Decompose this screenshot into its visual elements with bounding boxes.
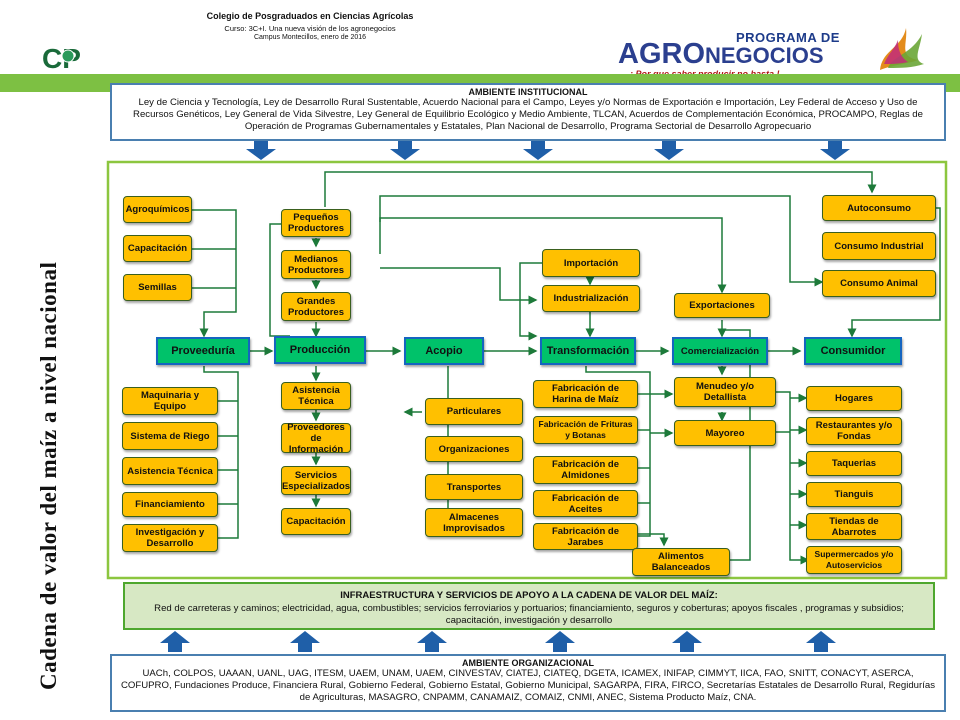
input-box: Financiamiento [122,492,218,517]
block-arrow-up [417,631,447,652]
comercializacion-box: Menudeo y/o Detallista [674,377,776,407]
consumo-top-box: Autoconsumo [822,195,936,221]
comercializacion-box: Mayoreo [674,420,776,446]
acopio-box: Organizaciones [425,436,523,462]
acopio-box: Almacenes Improvisados [425,508,523,537]
institution-title: Colegio de Posgraduados en Ciencias Agrí… [206,11,414,21]
input-box: Investigación y Desarrollo [122,524,218,552]
program-negocios: NEGOCIOS [705,43,824,68]
alimentos-balanceados-box: Alimentos Balanceados [632,548,730,576]
stage-acopio: Acopio [404,337,484,365]
institutional-arrows [246,141,850,160]
infraestructura-box: INFRAESTRUCTURA Y SERVICIOS DE APOYO A L… [123,582,935,630]
fabricacion-box: Fabricación de Frituras y Botanas [533,416,638,444]
consumo-bottom-box: Taquerias [806,451,902,476]
block-arrow-down [390,141,420,160]
acopio-box: Particulares [425,398,523,425]
support-box: Proveedores de Información [281,422,351,455]
ambiente-institucional-title: AMBIENTE INSTITUCIONAL [468,87,588,97]
block-arrow-up [672,631,702,652]
support-box: Capacitación [281,508,351,535]
program-main-label: AGRONEGOCIOS [618,38,824,71]
ambiente-organizacional-body: UACh, COLPOS, UAAAN, UANL, UAG, ITESM, U… [120,668,936,703]
consumo-bottom-box: Hogares [806,386,902,411]
consumo-bottom-box: Restaurantes y/o Fondas [806,417,902,445]
consumo-top-box: Consumo Animal [822,270,936,297]
ambiente-organizacional: AMBIENTE ORGANIZACIONAL UACh, COLPOS, UA… [110,654,946,712]
organizational-arrows [160,631,836,652]
fabricacion-box: Fabricación de Harina de Maíz [533,380,638,408]
consumo-bottom-box: Tiendas de Abarrotes [806,513,902,540]
support-box: Servicios Especializados [281,466,351,495]
input-box: Asistencia Técnica [122,457,218,485]
block-arrow-up [160,631,190,652]
acopio-box: Transportes [425,474,523,500]
exportaciones-box: Exportaciones [674,293,770,318]
input-box: Agroquímicos [123,196,192,223]
block-arrow-up [806,631,836,652]
colpos-logo: CP [42,40,82,74]
fabricacion-box: Fabricación de Almidones [533,456,638,484]
cp-logo-icon: CP [42,43,81,74]
block-arrow-down [820,141,850,160]
block-arrow-down [654,141,684,160]
block-arrow-up [290,631,320,652]
consumo-bottom-box: Supermercados y/o Autoservicios [806,546,902,574]
input-box: Semillas [123,274,192,301]
block-arrow-down [246,141,276,160]
program-top-label: PROGRAMA DE [736,30,840,45]
transformacion-top-box: Importación [542,249,640,277]
fabricacion-box: Fabricación de Jarabes [533,523,638,550]
support-box: Asistencia Técnica [281,382,351,410]
stage-comercializacion: Comercialización [672,337,768,365]
flow-connectors [192,171,941,565]
ambiente-institucional: AMBIENTE INSTITUCIONAL Ley de Ciencia y … [110,83,946,141]
infraestructura-title: INFRAESTRUCTURA Y SERVICIOS DE APOYO A L… [340,590,718,601]
input-box: Maquinaria y Equipo [122,387,218,415]
cp-logo-text: CP [42,43,81,74]
chain-frame [106,160,948,580]
block-arrow-up [545,631,575,652]
input-box: Sistema de Riego [122,422,218,450]
ambiente-organizacional-title: AMBIENTE ORGANIZACIONAL [462,658,594,668]
course-title: Curso: 3C+I. Una nueva visión de los agr… [224,24,396,33]
ambiente-institucional-body: Ley de Ciencia y Tecnología, Ley de Desa… [133,97,923,132]
transformacion-top-box: Industrialización [542,285,640,312]
block-arrow-down [523,141,553,160]
flame-logo-icon [872,20,928,74]
campus-date: Campus Montecillos, enero de 2016 [253,34,367,41]
stage-produccion: Producción [274,336,366,364]
input-box: Capacitación [123,235,192,262]
stage-transformacion: Transformación [540,337,636,365]
program-agro: AGRO [618,38,705,70]
consumo-top-box: Consumo Industrial [822,232,936,260]
productor-box: Pequeños Productores [281,209,351,237]
productor-box: Medianos Productores [281,250,351,279]
fabricacion-box: Fabricación de Aceites [533,490,638,517]
productor-box: Grandes Productores [281,292,351,321]
consumo-bottom-box: Tianguis [806,482,902,507]
infraestructura-body: Red de carreteras y caminos; electricida… [154,603,904,626]
stage-consumidor: Consumidor [804,337,902,365]
stage-proveeduria: Proveeduría [156,337,250,365]
